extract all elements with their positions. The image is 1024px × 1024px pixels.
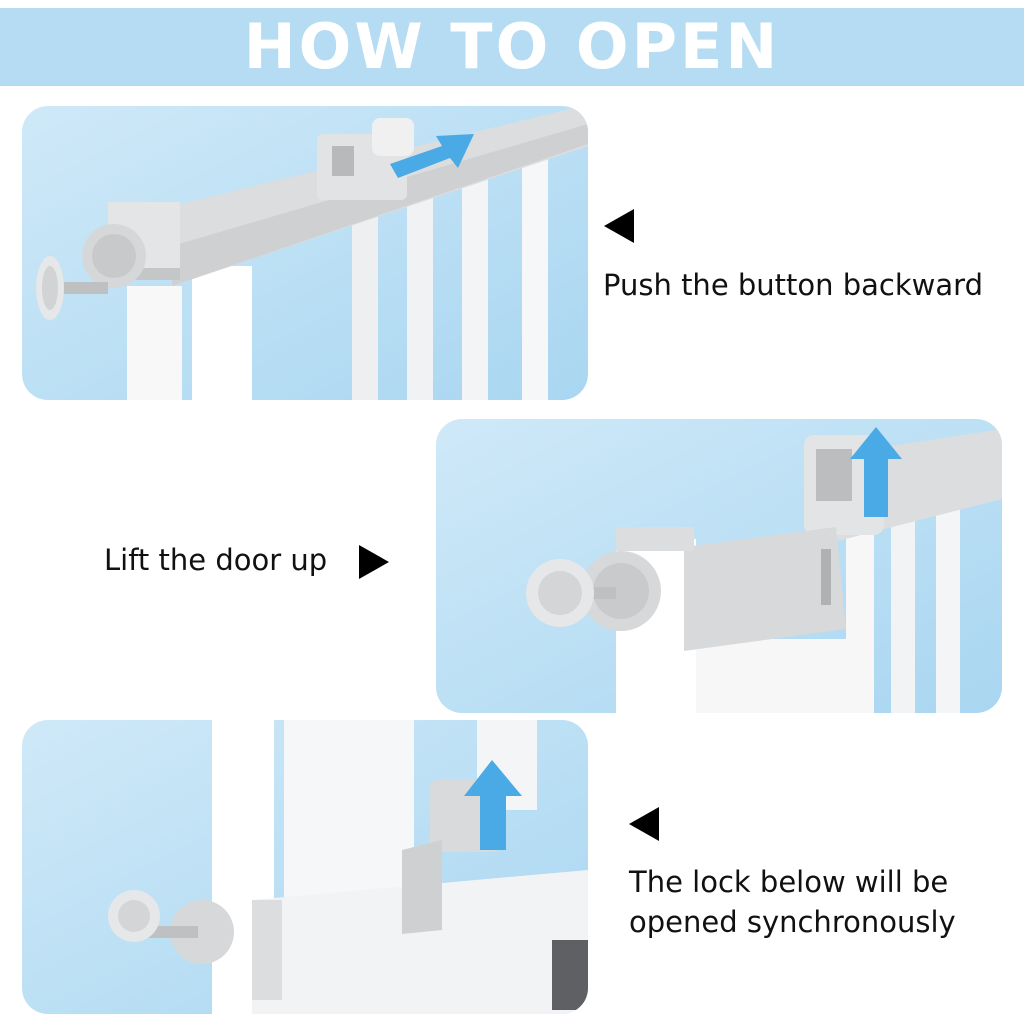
title-banner: HOW TO OPEN <box>0 8 1024 86</box>
right-triangle-icon <box>359 545 389 579</box>
left-triangle-icon <box>629 807 659 841</box>
page-title: HOW TO OPEN <box>243 10 781 83</box>
step-3-caption-line-2: opened synchronously <box>629 905 956 939</box>
step-2-photo <box>436 419 1002 713</box>
left-triangle-icon <box>604 209 634 243</box>
step-2-caption: Lift the door up <box>104 543 328 577</box>
step-3-caption-line-1: The lock below will be <box>629 865 949 899</box>
step-3-photo <box>22 720 588 1014</box>
step-1-photo <box>22 106 588 400</box>
step-1-caption: Push the button backward <box>603 268 983 302</box>
